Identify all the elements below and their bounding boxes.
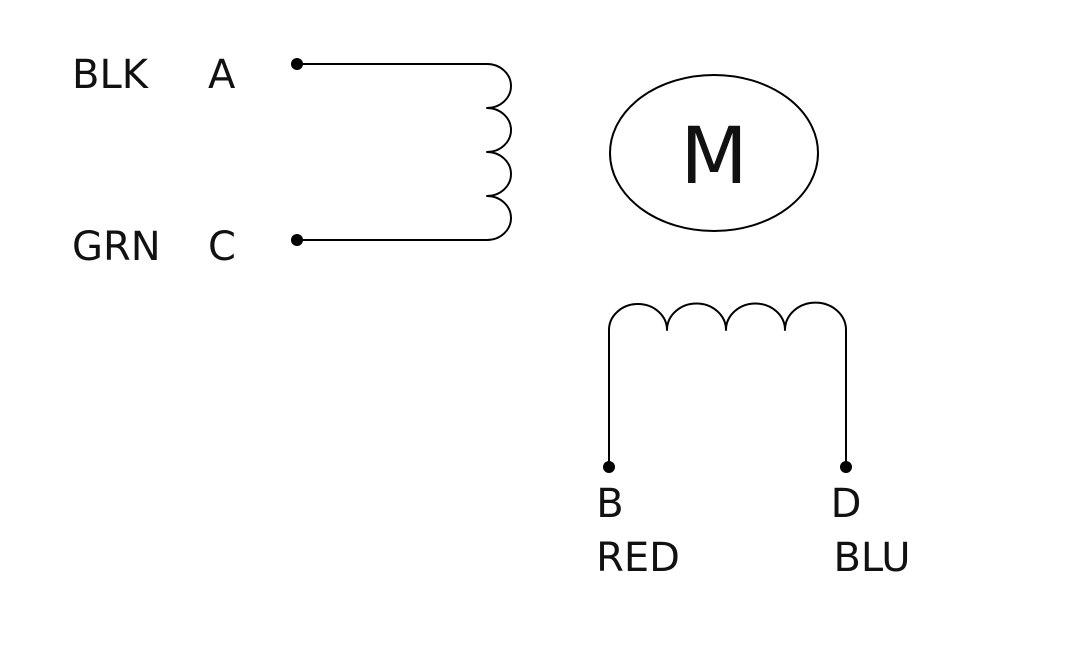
terminal-letter-a: A — [208, 52, 236, 98]
terminal-d-dot — [840, 461, 852, 473]
winding-a-c — [291, 58, 512, 246]
terminal-c-dot — [291, 234, 303, 246]
terminal-b-dot — [603, 461, 615, 473]
terminal-b-label: B RED — [596, 481, 680, 581]
terminal-letter-c: C — [208, 224, 236, 270]
wire-color-red: RED — [596, 535, 680, 581]
wire-color-blu: BLU — [833, 535, 910, 581]
wire-color-grn: GRN — [72, 224, 161, 270]
motor-symbol: M — [609, 74, 819, 232]
terminal-letter-d: D — [831, 481, 862, 527]
wire-color-blk: BLK — [72, 52, 150, 98]
winding-a-c-coil — [296, 63, 512, 241]
motor-ellipse — [609, 74, 819, 232]
winding-b-d-coil — [608, 301, 847, 467]
motor-label: M — [680, 112, 747, 202]
terminal-d-label: D BLU — [831, 481, 911, 581]
terminal-letter-b: B — [596, 481, 623, 527]
terminal-a-label: BLK A — [72, 52, 236, 98]
terminal-c-label: GRN C — [72, 224, 236, 270]
winding-b-d — [603, 301, 852, 473]
